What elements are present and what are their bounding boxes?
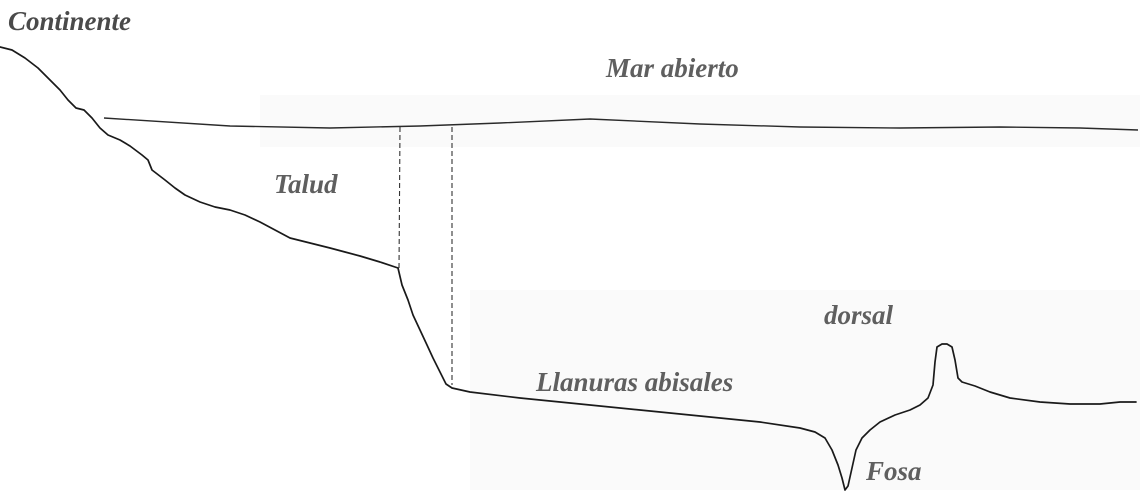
label-dorsal: dorsal [824,300,894,330]
label-fosa: Fosa [866,456,922,486]
label-llanuras-abisales: Llanuras abisales [536,367,734,397]
label-talud: Talud [274,169,338,199]
shelf-edge-dashed-line [398,126,401,271]
label-mar-abierto: Mar abierto [606,53,739,83]
seafloor-profile [0,46,1137,491]
background-panel-upper [260,95,1140,147]
background-panel-lower [470,290,1140,490]
sea-surface-line [103,117,1139,131]
label-continente: Continente [8,6,132,36]
